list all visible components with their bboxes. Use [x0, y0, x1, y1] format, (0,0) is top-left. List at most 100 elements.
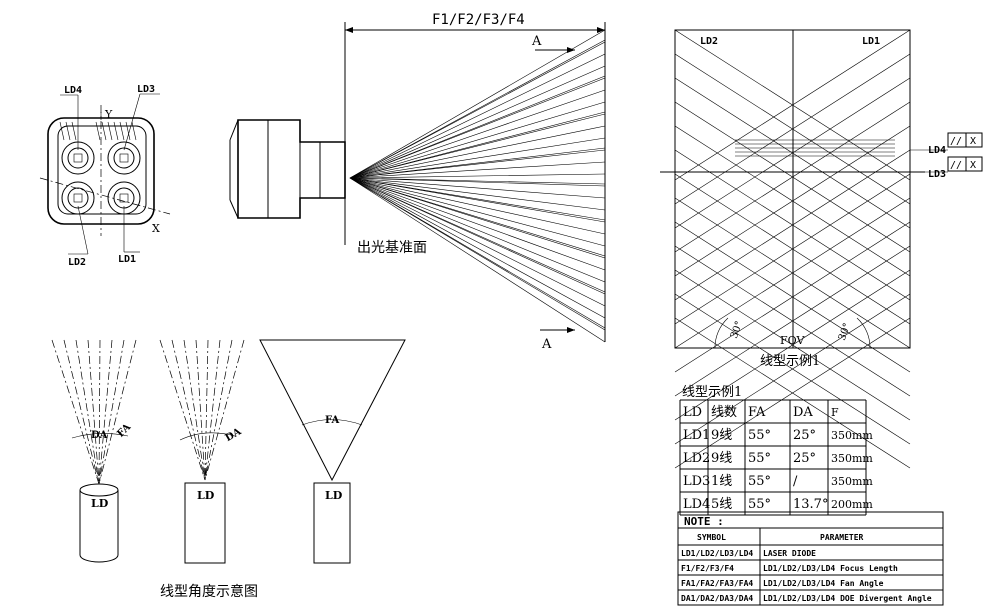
spec-table-cell: 13.7°: [793, 497, 828, 512]
da-label-2: DA: [224, 426, 244, 444]
fan-ray: [349, 177, 606, 295]
fan-ray: [349, 161, 606, 179]
ld3-label: LD3: [137, 84, 155, 95]
pattern-ld3-label: LD3: [928, 169, 946, 180]
fan-ray: [349, 101, 606, 179]
ld-label-1: LD: [91, 497, 109, 510]
note-symbol-4: DA1/DA2/DA3/DA4: [681, 594, 753, 603]
fan-ray: [349, 177, 606, 187]
fan1-ray: [98, 339, 101, 485]
fan2-ray: [204, 339, 221, 481]
x-box-ld3: [965, 156, 983, 172]
fan-ray: [349, 177, 606, 343]
fan-ray: [349, 113, 606, 179]
focus-length-label: F1/F2/F3/F4: [432, 12, 525, 28]
pattern-ld4-label: LD4: [928, 145, 946, 156]
spec-header-cell: F: [831, 406, 839, 419]
fan2-ray: [204, 339, 233, 481]
parallel-symbol-ld3: //: [950, 160, 962, 171]
side-view: F1/F2/F3/F4 A A 出光基准面: [229, 12, 606, 352]
fan-ray: [349, 137, 606, 179]
section-a-bottom: A: [541, 337, 552, 352]
note-param-2: LD1/LD2/LD3/LD4 Focus Length: [763, 564, 898, 573]
ld1-label: LD1: [118, 254, 136, 265]
fan1-ray: [87, 339, 100, 485]
note-title: NOTE :: [684, 515, 724, 528]
angle-diagram-da: DA LD: [159, 339, 245, 564]
fan-ray: [349, 77, 606, 179]
fan2-ray: [171, 339, 206, 481]
fan2-ray: [204, 339, 245, 481]
fan-ray: [349, 125, 606, 179]
spec-table-title: 线型示例1: [682, 385, 742, 400]
spec-table-cell: 9线: [711, 451, 732, 466]
heat-fins: [59, 121, 137, 141]
pattern-ld2-label: LD2: [700, 36, 718, 47]
note-header-symbol: SYMBOL: [697, 533, 726, 542]
x-symbol-ld4: X: [970, 136, 976, 147]
spec-table-cell: LD3: [683, 474, 710, 489]
fov-label: FOV: [780, 334, 805, 347]
fan-ray: [349, 177, 606, 319]
x-box-ld4: [965, 132, 983, 148]
lens-ld2: [61, 181, 95, 215]
fan2-ray: [159, 339, 206, 481]
laser-fan-rays: [349, 29, 606, 343]
spec-table-cell: 25°: [793, 428, 816, 443]
angle-diagrams: DA FA LD DA LD FA LD 线型角度示意图: [51, 339, 406, 600]
reference-plane-label: 出光基准面: [357, 239, 427, 256]
axis-y-label: Y: [104, 108, 113, 121]
fan2-ray: [195, 339, 206, 481]
spec-header-cell: DA: [793, 405, 813, 420]
fan-ray: [349, 65, 606, 179]
spec-table-cell: LD2: [683, 451, 710, 466]
spec-table-cell: 55°: [748, 428, 771, 443]
fan1-ray: [98, 339, 113, 485]
spec-header-cell: LD: [683, 405, 702, 420]
fan2-ray: [204, 339, 209, 481]
fan-ray: [349, 177, 606, 307]
da-label-1: DA: [91, 430, 108, 441]
fa-label-3: FA: [325, 415, 340, 426]
pattern-caption: 线型示例1: [760, 354, 820, 369]
fan-ray: [349, 177, 606, 271]
spec-table-cell: 25°: [793, 451, 816, 466]
fa-label-1: FA: [115, 422, 133, 440]
angle-diagram-da-fa: DA FA LD: [51, 339, 137, 563]
fan-ray: [349, 177, 606, 235]
fan-ray: [349, 111, 606, 179]
note-param-4: LD1/LD2/LD3/LD4 DOE Divergent Angle: [763, 593, 932, 603]
module-body: [237, 119, 346, 219]
fan-ray: [349, 75, 606, 179]
note-header-parameter: PARAMETER: [820, 533, 864, 542]
pattern-line-ld2: [674, 293, 911, 445]
spec-table-cell: 5线: [711, 497, 732, 512]
section-a-top: A: [531, 34, 542, 49]
angle-diagram-fa: FA LD: [259, 339, 406, 564]
fan-ray: [349, 177, 606, 223]
note-param-1: LASER DIODE: [763, 549, 816, 558]
lens-front-view: Y X LD4 LD3 LD2 LD1: [39, 84, 171, 268]
fan-ray: [349, 177, 606, 257]
spec-table-cell: LD1: [683, 428, 710, 443]
angle-diagrams-caption: 线型角度示意图: [160, 583, 258, 600]
spec-header-cell: FA: [748, 405, 766, 420]
note-symbol-2: F1/F2/F3/F4: [681, 564, 734, 573]
line-pattern-view: LD2 LD1 LD4 LD3 // X // X 30° 30° FOV 线型…: [660, 29, 983, 469]
x-axis: [39, 177, 171, 215]
spec-table-cell: 9线: [711, 428, 732, 443]
spec-table-cell: 350mm: [831, 475, 873, 488]
fan-ray: [349, 29, 606, 179]
fan-ray: [349, 177, 606, 221]
ld-label-2: LD: [197, 489, 215, 502]
note-param-3: LD1/LD2/LD3/LD4 Fan Angle: [763, 579, 884, 588]
fan-ray: [349, 177, 606, 185]
fan-ray: [349, 177, 606, 293]
fan1-ray: [98, 339, 125, 485]
spec-table-cell: 55°: [748, 497, 771, 512]
pattern-line-ld2: [674, 317, 911, 469]
spec-table-cell: /: [793, 474, 798, 489]
fan1-ray: [75, 339, 100, 485]
angle-right-label: 30°: [837, 322, 853, 342]
